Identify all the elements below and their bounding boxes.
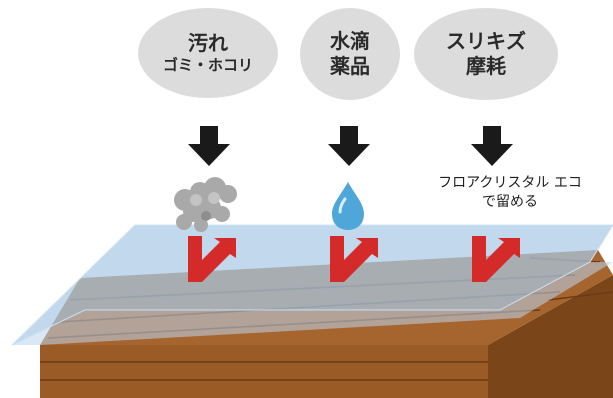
- scratch-bubble-title: スリキズ: [446, 29, 526, 53]
- scratch-bubble-subtitle: 摩耗: [466, 54, 506, 78]
- wood-board-front: [40, 345, 488, 398]
- deflect-check-icon: [188, 236, 236, 282]
- deflect-check-icon: [472, 236, 520, 282]
- water-bubble-title: 水滴: [330, 29, 370, 53]
- dirt-bubble-title: 汚れ: [188, 31, 228, 56]
- wood-board-side: [488, 275, 613, 398]
- scratch-bubble: スリキズ 摩耗: [414, 8, 558, 100]
- dirt-bubble: 汚れ ゴミ・ホコリ: [138, 8, 278, 98]
- water-bubble-subtitle: 薬品: [330, 54, 370, 78]
- coating-caption-line1: フロアクリスタル エコ: [438, 175, 582, 191]
- water-bubble: 水滴 薬品: [300, 8, 400, 100]
- coating-caption-line2: で留める: [482, 193, 538, 210]
- dirt-cloud-icon: [174, 177, 237, 232]
- down-arrow-icon: [328, 126, 370, 166]
- down-arrow-icon: [188, 126, 230, 166]
- dirt-bubble-subtitle: ゴミ・ホコリ: [162, 56, 253, 75]
- coating-caption: フロアクリスタル エコ で留める: [410, 174, 610, 212]
- deflect-check-icon: [330, 236, 378, 282]
- water-drop-icon: [332, 182, 364, 230]
- down-arrow-icon: [471, 126, 513, 166]
